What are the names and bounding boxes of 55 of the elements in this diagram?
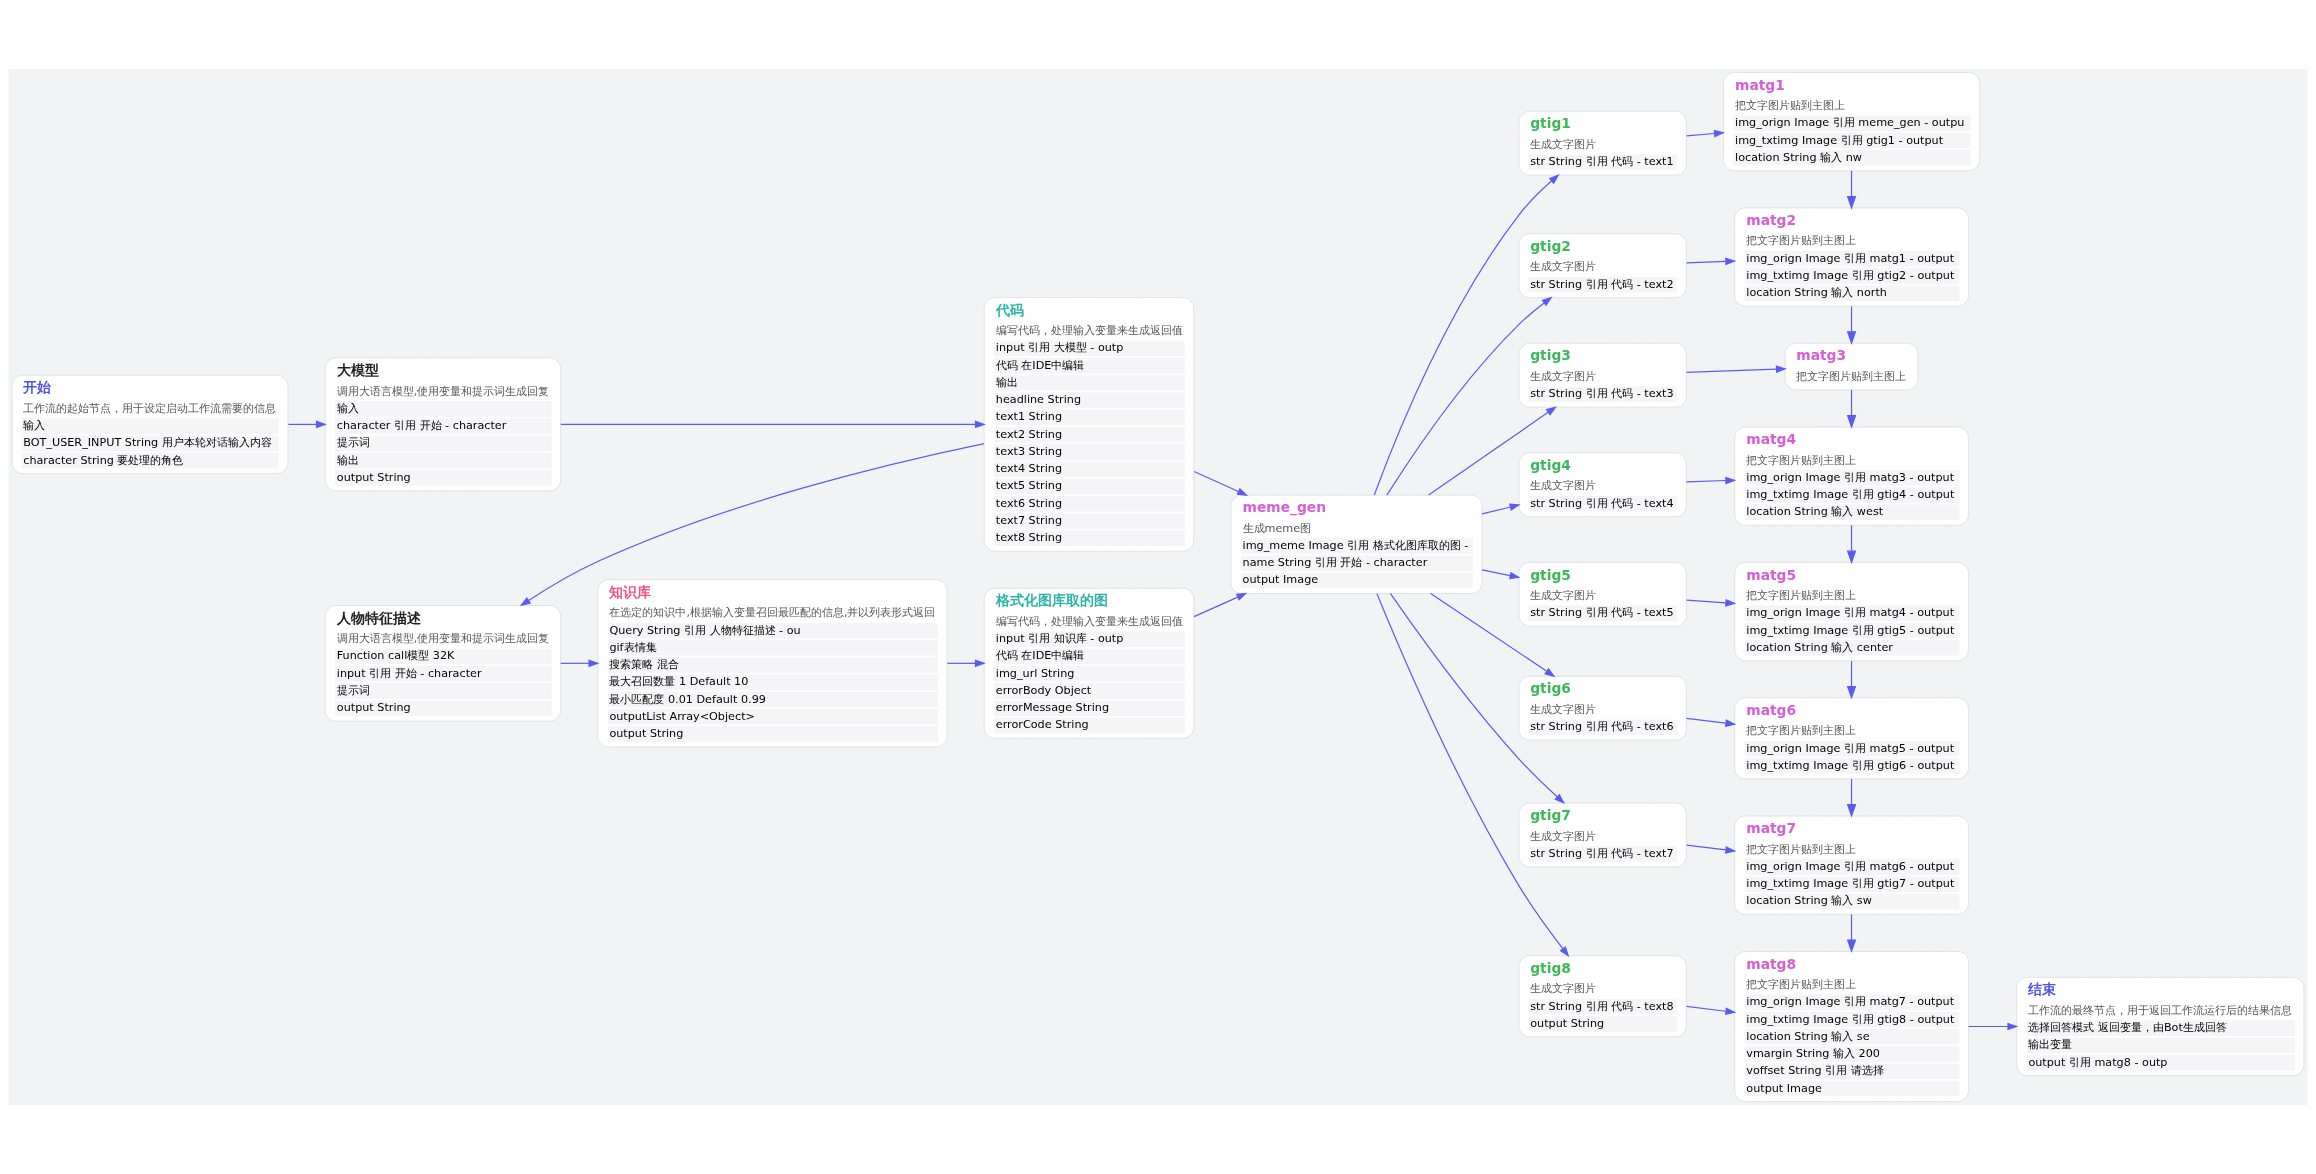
node-box: matg2 把文字图片贴到主图上 img_orign Image 引用 matg1 - output img_txtimg Image 引用 gtig2 - output location String 输入 north [1734,207,1969,307]
node-box: matg3 把文字图片贴到主图上 [1784,342,1919,391]
arrow [1846,305,1857,345]
node-box: gtig3 生成文字图片 str String 引用 代码 - text3 [1518,342,1687,408]
node-box: gtig5 生成文字图片 str String 引用 代码 - text5 [1518,562,1687,627]
arrow [1685,257,1737,266]
arrow [1846,170,1857,210]
arrow [946,659,986,668]
node-box: matg5 把文字图片贴到主图上 img_orign Image 引用 matg4 - output img_txtimg Image 引用 gtig5 - output location String 输入 center [1734,562,1969,662]
node-box: meme_gen 生成meme图 img_meme Image 引用 格式化图库取的图 - name String 引用 开始 - character output Image [1230,494,1483,594]
node-box: 结束 工作流的最终节点，用于返回工作流运行后的结果信息 选择回答模式 返回变量，由Bot生成回答 输出变量 output 引用 matg8 - outp [2016,976,2305,1077]
arrow [1481,503,1521,515]
node-box: matg1 把文字图片贴到主图上 img_orign Image 引用 meme_gen - outpu img_txtimg Image 引用 gtig1 - output location String 输入 nw [1723,72,1981,172]
arrow [1967,1022,2019,1031]
arrow [1685,1005,1737,1016]
arrow [1428,406,1557,496]
arrow [1846,524,1857,565]
node-box: gtig8 生成文字图片 str String 引用 代码 - text8 output String [1518,955,1687,1038]
arrow [1685,476,1737,485]
node-box: 知识库 在选定的知识中,根据输入变量召回最匹配的信息,并以列表形式返回 Query String 引用 人物特征描述 - ou gif表情集 搜索策略 混合 最大召回数量 1 Default 10 最小匹配度 0.01 Default 0.99 outputList Array<Object> output String [597,579,948,748]
arrow [1685,717,1737,727]
arrow [1430,592,1556,678]
arrow [1193,470,1249,496]
node-box: matg8 把文字图片贴到主图上 img_orign Image 引用 matg7 - output img_txtimg Image 引用 gtig8 - output location String 输入 se vmargin String 输入 200 voffset String 引用 请选择 output Image [1734,951,1969,1102]
arrow [1386,296,1553,496]
arrow [1846,913,1857,954]
arrow [1685,598,1737,607]
node-box: 大模型 调用大语言模型,使用变量和提示词生成回复 输入 character 引用 开始 - character 提示词 输出 output String [324,357,562,492]
node-box: gtig4 生成文字图片 str String 引用 代码 - text4 [1518,452,1687,518]
arrow [1373,174,1560,496]
arrow [1846,389,1857,429]
arrow [1846,778,1857,818]
node-box: matg6 把文字图片贴到主图上 img_orign Image 引用 matg5 - output img_txtimg Image 引用 gtig6 - output [1734,697,1969,780]
node-box: 代码 编写代码，处理输入变量来生成返回值 input 引用 大模型 - outp 代码 在IDE中编辑 输出 headline String text1 String text2 String text3 String text4 String text5 String text6 String text7 String text8 String [983,297,1195,552]
node-box: gtig7 生成文字图片 str String 引用 代码 - text7 [1518,802,1687,868]
node-box: matg4 把文字图片贴到主图上 img_orign Image 引用 matg3 - output img_txtimg Image 引用 gtig4 - output location String 输入 west [1734,426,1969,526]
arrow [1685,844,1737,854]
node-box: matg7 把文字图片贴到主图上 img_orign Image 引用 matg6 - output img_txtimg Image 引用 gtig7 - output location String 输入 sw [1734,815,1969,915]
arrow [1846,660,1857,700]
arrow [1685,129,1726,138]
arrow [1376,593,1570,958]
node-box: 格式化图库取的图 编写代码，处理输入变量来生成返回值 input 引用 知识库 - outp 代码 在IDE中编辑 img_url String errorBody Object errorMessage String errorCode String [983,587,1195,739]
arrow [1481,569,1521,580]
arrow [1685,365,1787,374]
node-box: 开始 工作流的起始节点，用于设定启动工作流需要的信息 输入 BOT_USER_INPUT String 用户本轮对话输入内容 character String 要处理的角色 [11,374,289,474]
arrow [1389,593,1566,804]
node-box: gtig2 生成文字图片 str String 引用 代码 - text2 [1518,233,1687,298]
node-box: gtig1 生成文字图片 str String 引用 代码 - text1 [1518,110,1687,176]
arrow [560,420,986,429]
node-box: gtig6 生成文字图片 str String 引用 代码 - text6 [1518,675,1687,741]
arrow [560,659,600,668]
arrow [519,443,985,607]
arrow [1193,592,1248,618]
arrow [287,420,327,429]
node-box: 人物特征描述 调用大语言模型,使用变量和提示词生成回复 Function call模型 32K input 引用 开始 - character 提示词 output String [324,605,562,722]
